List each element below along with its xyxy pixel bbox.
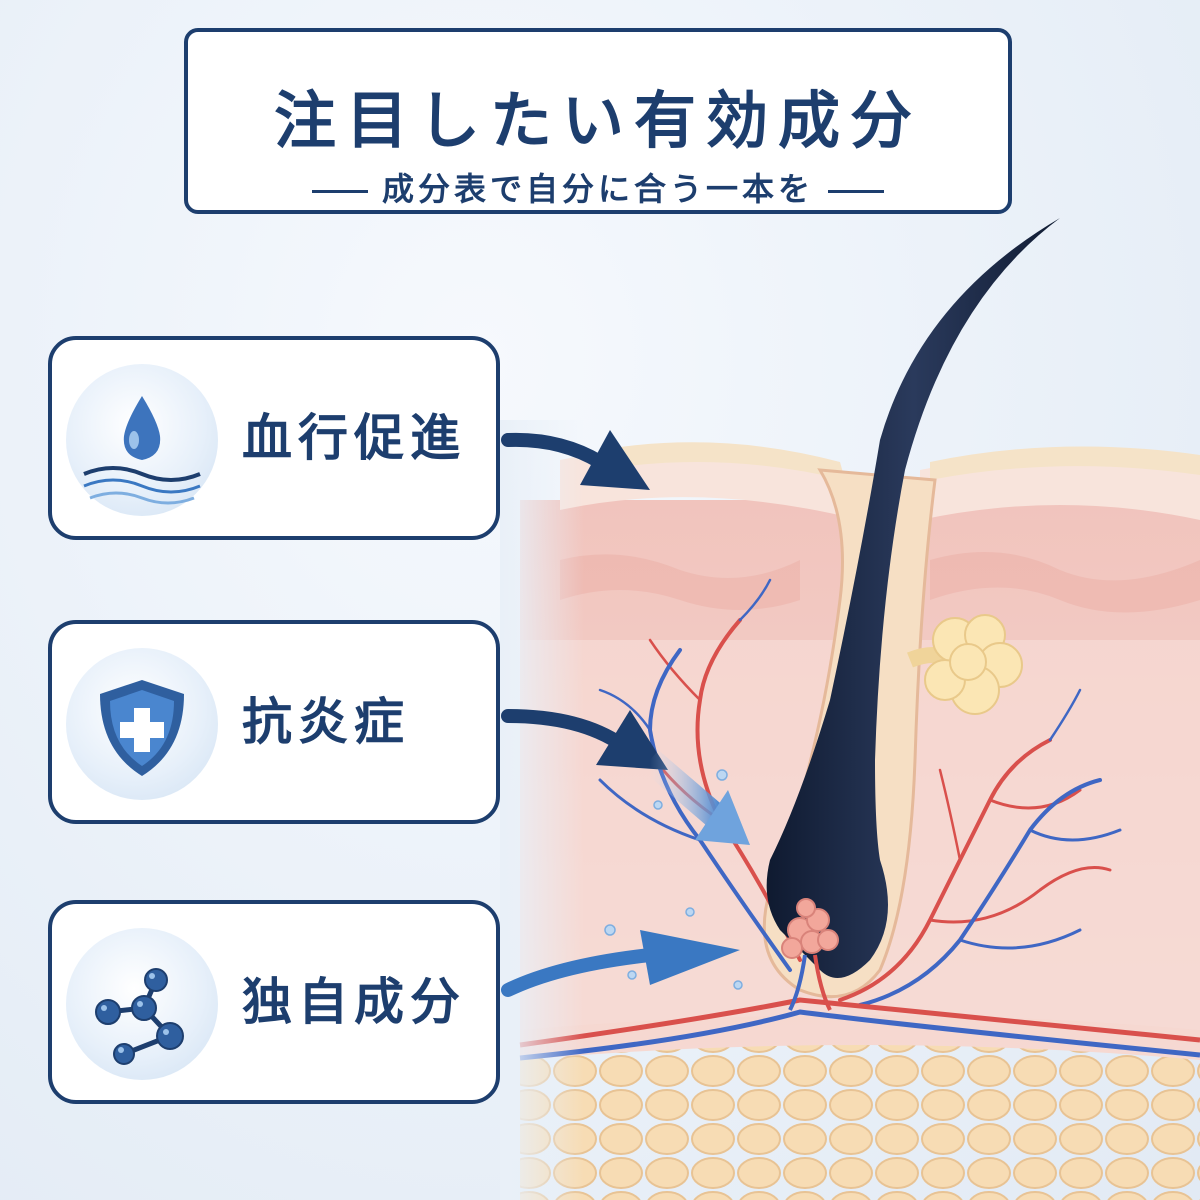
page-subtitle: 成分表で自分に合う一本を xyxy=(381,170,814,208)
arrow-blood-flow xyxy=(501,430,650,490)
page-title: 注目したい有効成分 xyxy=(273,84,922,157)
water-drop-icon xyxy=(66,364,218,516)
ingredient-label: 独自成分 xyxy=(242,973,466,1031)
ingredient-card-blood-flow: 血行促進 xyxy=(48,336,500,540)
ingredient-card-original-ingredient: 独自成分 xyxy=(48,900,500,1104)
ingredient-label: 血行促進 xyxy=(242,409,466,467)
page-subtitle-row: 成分表で自分に合う一本を xyxy=(188,164,1008,210)
ingredient-card-anti-inflammatory: 抗炎症 xyxy=(48,620,500,824)
arrow-anti-inflammatory xyxy=(501,709,750,845)
title-box: 注目したい有効成分 成分表で自分に合う一本を xyxy=(184,28,1012,214)
shield-plus-icon xyxy=(66,648,218,800)
ingredient-label: 抗炎症 xyxy=(242,693,410,751)
subtitle-dash-left xyxy=(311,189,368,193)
molecule-icon xyxy=(66,928,218,1080)
subtitle-dash-right xyxy=(828,189,884,193)
arrow-original-ingredient xyxy=(501,930,740,997)
